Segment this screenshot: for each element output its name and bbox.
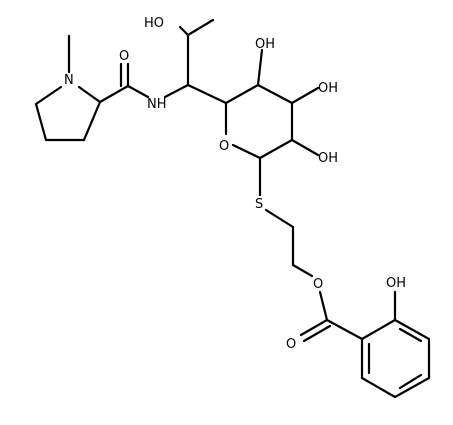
nh-label: NH	[147, 97, 167, 112]
amide-oxygen-label: O	[119, 49, 129, 64]
phenol-oh-label: OH	[386, 276, 406, 291]
atom-labels: HO OH OH OH O N NH O S O O OH	[64, 16, 406, 352]
ho-side-chain-label: HO	[144, 16, 164, 31]
ring-oxygen-label: O	[219, 139, 229, 154]
oh-ring-upper-label: OH	[255, 37, 275, 52]
oh-ring-right-label: OH	[318, 81, 338, 96]
pyrrolidine-nitrogen-label: N	[64, 73, 74, 88]
ester-oxygen-label: O	[313, 277, 323, 292]
oh-ring-lower-label: OH	[318, 151, 338, 166]
sulfur-label: S	[255, 197, 263, 212]
bond-lines	[34, 18, 431, 399]
carbonyl-oxygen-label: O	[286, 337, 296, 352]
